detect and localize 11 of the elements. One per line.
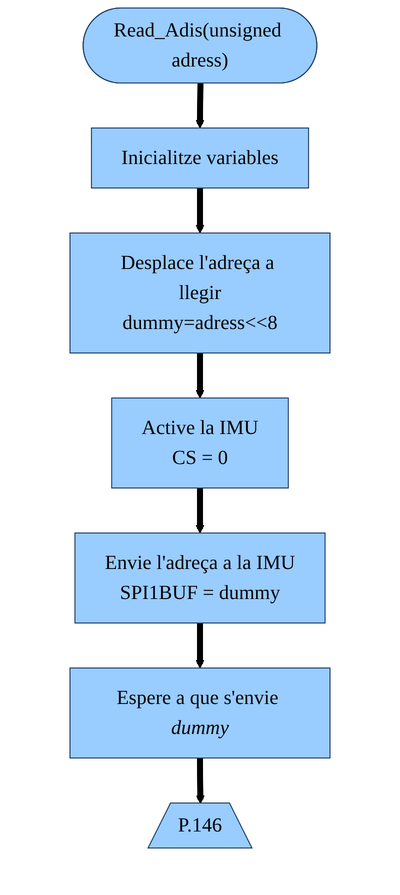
node-box: Active la IMU CS = 0 [111, 398, 289, 488]
arrow [196, 488, 204, 534]
node-box: Espere a que s'envie dummy [70, 668, 330, 758]
arrow [196, 188, 204, 234]
node-box: Desplace l'adreça a llegir dummy=adress<<8 [70, 232, 330, 354]
node-box: Envie l'adreça a la IMU SPI1BUF = dummy [74, 532, 326, 624]
arrow [196, 83, 204, 128]
arrow [196, 623, 204, 668]
node-box: Inicialitze variables [90, 128, 310, 188]
arrow [196, 353, 204, 398]
arrow [196, 758, 205, 804]
